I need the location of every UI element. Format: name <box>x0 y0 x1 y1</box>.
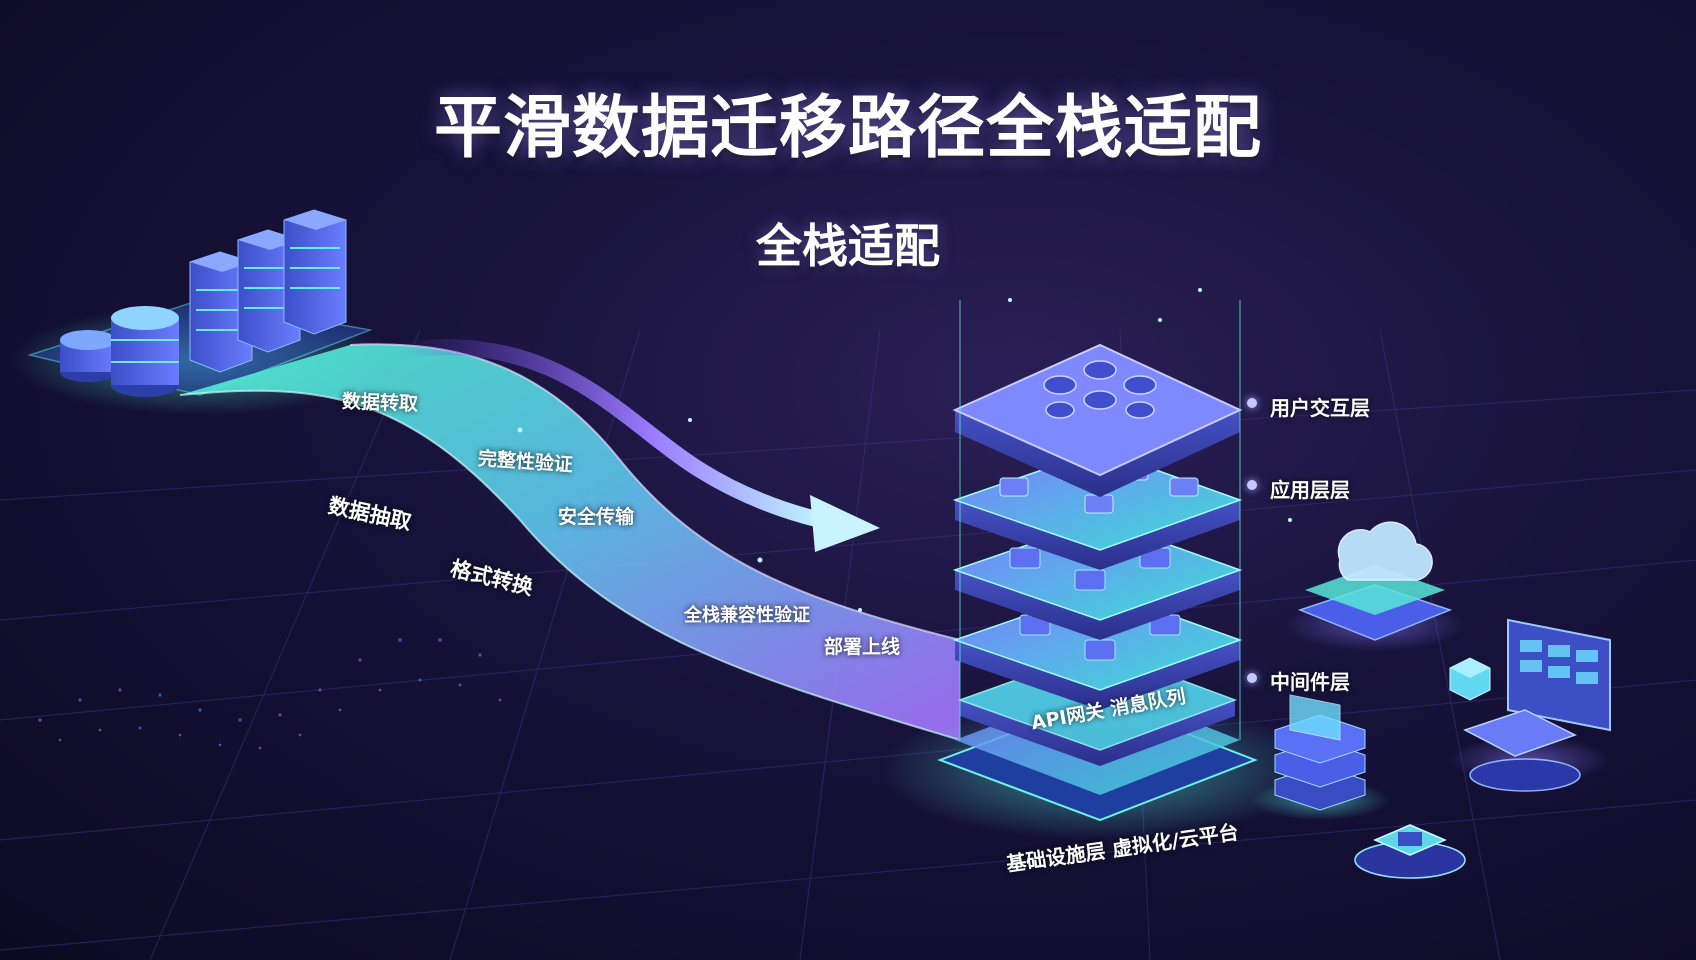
page-title: 平滑数据迁移路径全栈适配 <box>433 89 1262 168</box>
floor-grid <box>0 329 1696 960</box>
cloud-server-icon <box>1285 521 1465 651</box>
layer-label-user: 用户交互层 <box>1270 396 1370 420</box>
page-subtitle: 全栈适配 <box>756 219 940 273</box>
stack-layer-user <box>952 343 1243 497</box>
layer-label-application: 应用层层 <box>1270 478 1350 502</box>
particle-wave <box>38 638 502 750</box>
path-label-compat-validation: 全栈兼容性验证 <box>684 605 810 626</box>
cube-icon <box>1449 657 1491 701</box>
monitor-keyboard-icon <box>1450 618 1611 792</box>
server-rack-icon <box>283 209 347 335</box>
sparkles <box>517 288 1292 612</box>
chip-icon <box>1354 824 1466 879</box>
path-label-secure-transfer: 安全传输 <box>558 506 635 528</box>
layer-marker <box>1247 673 1257 683</box>
path-label-deploy: 部署上线 <box>824 636 901 658</box>
migration-arrow <box>392 339 880 552</box>
server-stack-icon <box>1250 694 1390 820</box>
server-rack-icon <box>189 251 253 373</box>
layer-marker <box>1247 480 1257 490</box>
layered-stack <box>880 300 1320 840</box>
layer-label-middleware: 中间件层 <box>1270 670 1350 694</box>
path-label-extract-transfer: 数据转取 <box>341 390 419 416</box>
layer-marker <box>1247 398 1257 408</box>
database-icon <box>60 330 116 382</box>
database-icon <box>111 306 179 397</box>
